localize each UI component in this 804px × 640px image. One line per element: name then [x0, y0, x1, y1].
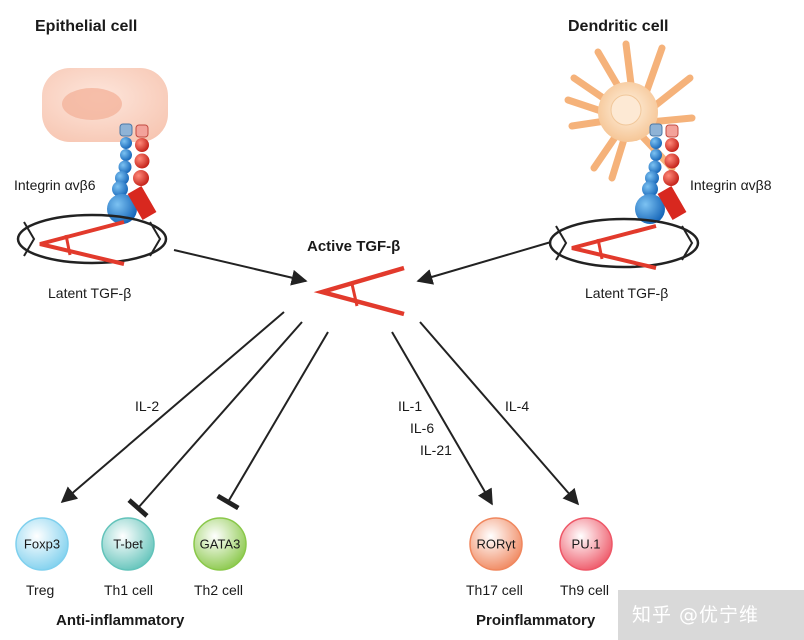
integrin-avb8-label: Integrin αvβ8 [690, 177, 772, 193]
proinflammatory-label: Proinflammatory [476, 612, 596, 629]
factor-label: PU.1 [572, 537, 601, 552]
inhibit-th1 [127, 321, 303, 518]
anti-inflammatory-label: Anti-inflammatory [56, 612, 185, 629]
factor-label: RORγt [477, 537, 516, 552]
il21-label: IL-21 [420, 442, 452, 458]
integrin-avb6 [107, 123, 157, 224]
treg-label: Treg [26, 582, 55, 598]
factor-circle [559, 517, 613, 571]
factor-node-gata3: GATA3 [193, 517, 247, 571]
factor-node-pu1: PU.1 [559, 517, 613, 571]
factor-node-rort: RORγt [469, 517, 523, 571]
epithelial-nucleus [62, 88, 122, 120]
factor-node-foxp3: Foxp3 [15, 517, 69, 571]
th17-label: Th17 cell [466, 582, 523, 598]
factor-label: GATA3 [200, 537, 241, 552]
factor-label: Foxp3 [24, 537, 60, 552]
il2-label: IL-2 [135, 398, 160, 414]
latent-tgfb-right [548, 217, 700, 270]
factor-circle [101, 517, 155, 571]
integrin-avb6-label: Integrin αvβ6 [14, 177, 96, 193]
dendritic-cell-title: Dendritic cell [568, 18, 669, 35]
arrow-to-th17 [391, 331, 493, 506]
factor-circle [193, 517, 247, 571]
arrow-dendritic-to-active [416, 241, 552, 285]
watermark-text: 知乎 @优宁维 [632, 604, 760, 626]
th9-label: Th9 cell [560, 582, 610, 598]
watermark-backdrop [618, 590, 804, 640]
th1-label: Th1 cell [104, 582, 154, 598]
latent-tgfb-left-label: Latent TGF-β [48, 285, 132, 301]
integrin-avb8 [635, 123, 687, 224]
active-tgfb-graphic [313, 265, 405, 317]
epithelial-cell-title: Epithelial cell [35, 18, 138, 35]
arrow-epithelial-to-active [173, 249, 308, 286]
il1-label: IL-1 [398, 398, 423, 414]
factor-label: T-bet [113, 537, 143, 552]
arrow-to-treg [60, 311, 285, 504]
il6-label: IL-6 [410, 420, 435, 436]
factor-circle [15, 517, 69, 571]
epithelial-cell-graphic [42, 68, 168, 142]
th2-label: Th2 cell [194, 582, 244, 598]
arrow-to-th9 [419, 321, 580, 506]
il4-label: IL-4 [505, 398, 530, 414]
factor-node-tbet: T-bet [101, 517, 155, 571]
active-tgfb-label: Active TGF-β [307, 238, 401, 255]
latent-tgfb-left [16, 213, 168, 266]
transcription-factor-nodes: Foxp3 T-bet GATA3 RORγt PU.1 [15, 517, 613, 571]
inhibit-th2 [216, 331, 329, 511]
factor-circle [469, 517, 523, 571]
latent-tgfb-right-label: Latent TGF-β [585, 285, 669, 301]
